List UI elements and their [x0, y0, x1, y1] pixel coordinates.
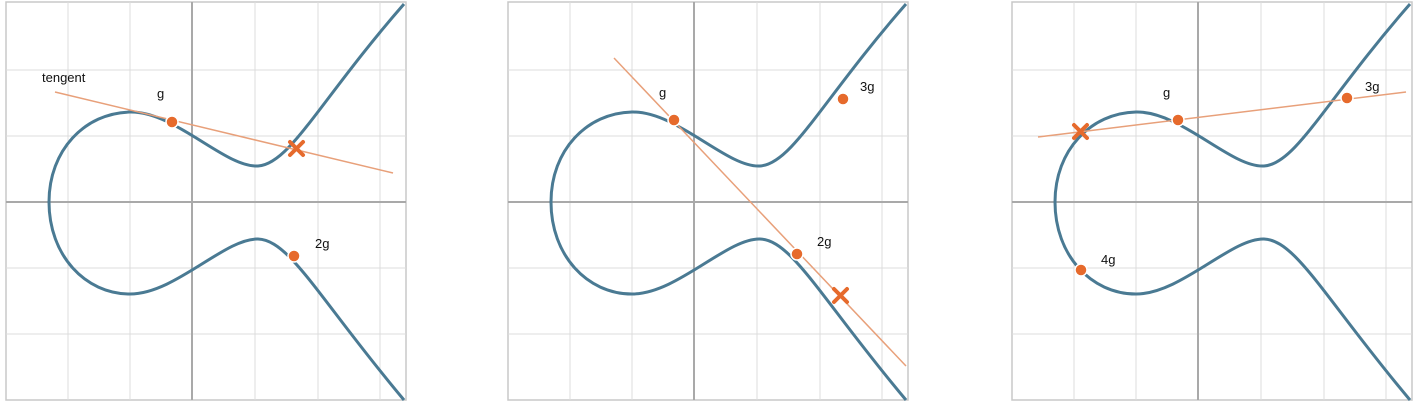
label-2g: 2g: [315, 236, 329, 251]
intersection-cross-icon: [288, 140, 305, 157]
curve-upper-branch: [549, 3, 908, 203]
secant-line: [613, 57, 907, 367]
label-g: g: [157, 86, 164, 101]
intersection-cross-icon: [1072, 123, 1089, 140]
panel-3: g 3g 4g: [1011, 1, 1413, 401]
label-g: g: [659, 85, 666, 100]
point-3g: [836, 92, 850, 106]
point-3g: [1340, 91, 1354, 105]
point-2g: [790, 247, 804, 261]
point-4g: [1074, 263, 1088, 277]
label-4g: 4g: [1101, 252, 1115, 267]
label-3g: 3g: [860, 79, 874, 94]
label-3g: 3g: [1365, 79, 1379, 94]
curve-upper-branch: [47, 3, 406, 203]
point-g: [667, 113, 681, 127]
tangent-line: [54, 91, 394, 174]
grid: [6, 2, 406, 400]
intersection-cross-icon: [832, 287, 849, 304]
point-g: [165, 115, 179, 129]
panel-2: g 2g 3g: [507, 1, 909, 401]
point-g: [1171, 113, 1185, 127]
panel-1: tengent g 2g: [5, 1, 407, 401]
axes: [508, 2, 908, 400]
tangent-label: tengent: [42, 70, 86, 85]
label-2g: 2g: [817, 234, 831, 249]
axes: [6, 2, 406, 400]
curve-lower-branch: [549, 201, 908, 401]
axes: [1012, 2, 1412, 400]
curve-lower-branch: [47, 201, 406, 401]
point-2g: [287, 249, 301, 263]
label-g: g: [1163, 85, 1170, 100]
